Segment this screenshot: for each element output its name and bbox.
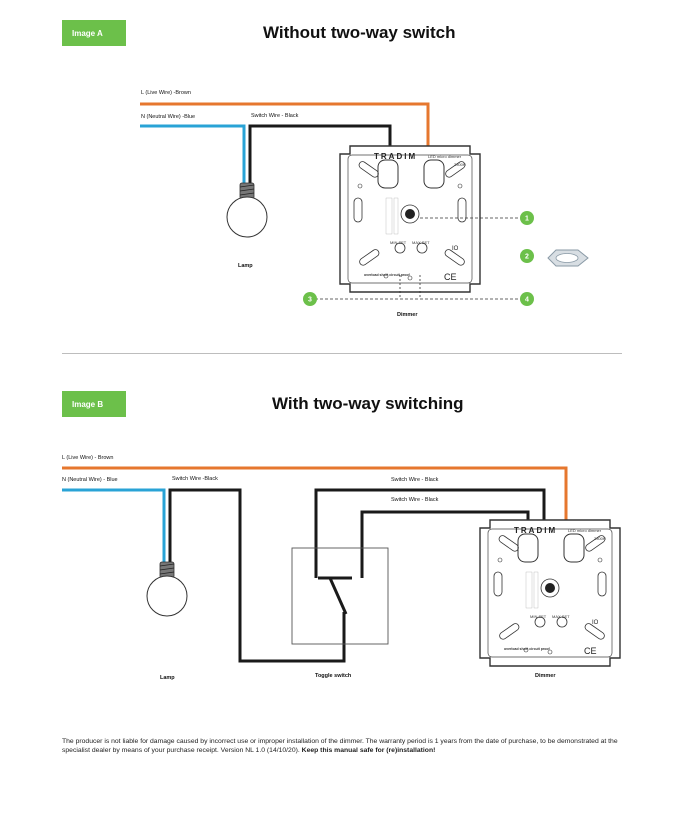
svg-text:IO: IO [452,246,459,252]
footer-bold-note: Keep this manual safe for (re)installati… [301,747,436,754]
switch-wire-b1 [168,488,346,663]
svg-text:2300H: 2300H [454,162,466,167]
dimmer-b: TRADIM LED micro dimmer 2300H MIN SET MA… [479,517,621,667]
svg-text:MIN SET: MIN SET [530,614,547,619]
dimmer-brand-a: TRADIM [374,152,417,161]
lamp-label-b: Lamp [160,675,175,681]
lamp-label: Lamp [238,263,253,269]
dimmer-a: TRADIM LED micro dimmer 2300H MIN SET MA… [339,143,481,293]
svg-text:overload short circuit proof: overload short circuit proof [364,273,411,277]
svg-text:MAX SET: MAX SET [552,614,570,619]
svg-text:LED micro dimmer: LED micro dimmer [568,528,602,533]
switch-wire-label: Switch Wire - Black [251,113,299,119]
live-wire-label-b: L (Live Wire) - Brown [62,455,114,461]
neutral-wire-label-b: N (Neutral Wire) - Blue [62,477,118,483]
switch-wire-label-b2: Switch Wire - Black [391,477,439,483]
callout-1: 1 [520,211,534,225]
lamp-a [226,182,268,238]
dimmer-label: Dimmer [397,312,418,318]
svg-text:MAX SET: MAX SET [412,240,430,245]
callout-3: 3 [303,292,317,306]
section-divider [62,353,622,354]
toggle-switch-lever [318,576,352,615]
neutral-wire-b [62,488,166,566]
svg-text:IO: IO [592,620,599,626]
svg-text:3: 3 [308,297,312,304]
neutral-wire-a [140,124,246,188]
svg-text:LED micro dimmer: LED micro dimmer [428,154,462,159]
callout-4: 4 [520,292,534,306]
dimmer-label-b: Dimmer [535,673,556,679]
svg-text:overload short circuit proof: overload short circuit proof [504,647,551,651]
svg-text:1: 1 [525,216,529,223]
svg-text:2300H: 2300H [594,536,606,541]
toggle-switch-box [291,547,389,645]
callout-2: 2 [520,249,534,263]
svg-text:2: 2 [525,254,529,261]
footer-text: The producer is not liable for damage ca… [62,738,618,754]
switch-wire-label-b3: Switch Wire - Black [391,497,439,503]
hex-nut-icon [547,249,589,267]
dimmer-brand-b: TRADIM [514,526,557,535]
switch-wire-label-b1: Switch Wire -Black [172,476,218,482]
section-b-title: With two-way switching [272,394,464,413]
footer-disclaimer: The producer is not liable for damage ca… [62,737,622,755]
lamp-b [146,561,188,617]
svg-text:MIN SET: MIN SET [390,240,407,245]
svg-text:4: 4 [525,297,529,304]
image-a-badge: Image A [62,20,126,46]
section-a-title: Without two-way switch [263,23,456,42]
live-wire-label: L (Live Wire) -Brown [141,90,191,96]
toggle-switch-label: Toggle switch [315,673,352,679]
image-b-badge: Image B [62,391,126,417]
svg-text:CE: CE [584,646,597,656]
svg-text:CE: CE [444,272,457,282]
neutral-wire-label: N (Neutral Wire) -Blue [141,114,196,120]
